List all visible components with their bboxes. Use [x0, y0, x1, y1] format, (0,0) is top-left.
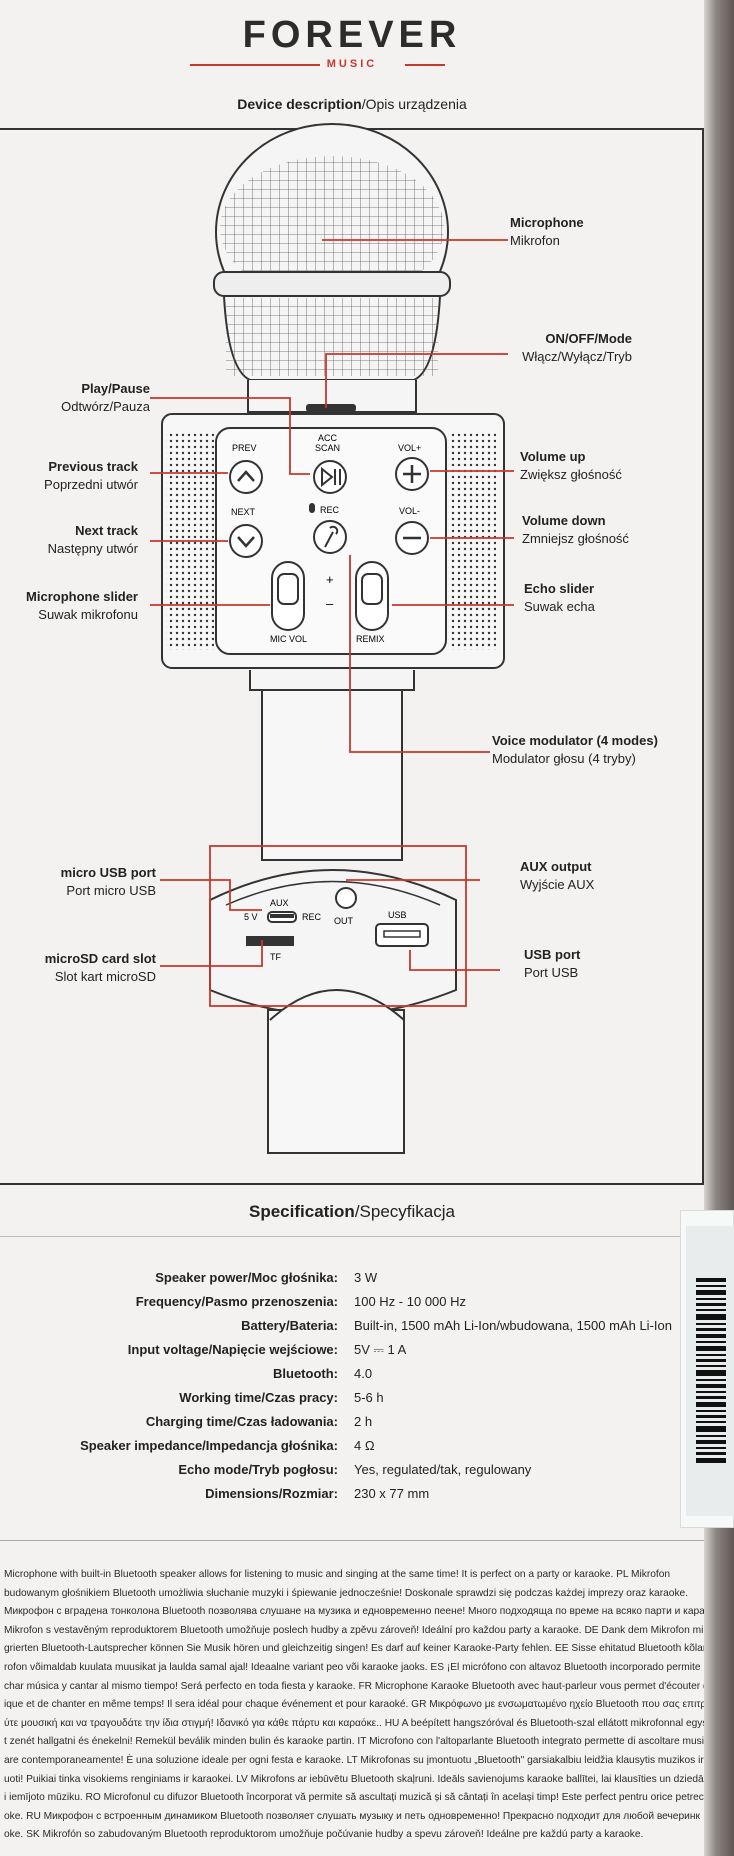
mic-vol-slider-drawing	[271, 561, 305, 631]
vol-down-button-drawing	[395, 521, 429, 555]
spec-row: Battery/Bateria:Built-in, 1500 mAh Li-Io…	[241, 1318, 672, 1333]
microphone-diagram	[150, 123, 514, 1154]
spec-title-bold: Specification	[249, 1202, 355, 1221]
play-pause-button-drawing	[313, 460, 347, 494]
barcode-icon	[696, 1278, 726, 1463]
next-text: NEXT	[231, 507, 256, 517]
five-v-text: 5 V	[244, 912, 258, 922]
multilingual-description: Microphone with built-in Bluetooth speak…	[4, 1566, 704, 1856]
description-line: uoti! Puikiai tinka visokiems renginiams…	[4, 1773, 704, 1785]
description-line: Mikrofon s vestavěným reproduktorem Blue…	[4, 1624, 704, 1636]
spec-row: Speaker impedance/Impedancja głośnika:4 …	[80, 1438, 375, 1453]
vol-plus-text: VOL+	[398, 443, 422, 453]
spec-divider	[0, 1236, 704, 1237]
aux-text: AUX	[270, 898, 289, 908]
prev-text: PREV	[232, 443, 257, 453]
callout-lines	[150, 239, 514, 1007]
tf-text: TF	[270, 952, 281, 962]
spec-row: Charging time/Czas ładowania:2 h	[145, 1414, 373, 1429]
description-line: oke. RU Микрофон с встроенным динамиком …	[4, 1810, 700, 1822]
description-line: Microphone with built-in Bluetooth speak…	[4, 1569, 671, 1580]
remix-slider-drawing	[355, 561, 389, 631]
device-title-rest: /Opis urządzenia	[361, 96, 467, 112]
description-line: budowanym głośnikiem Bluetooth umożliwia…	[4, 1587, 689, 1599]
spec-row: Echo mode/Tryb pogłosu:Yes, regulated/ta…	[178, 1462, 532, 1477]
spec-row: Input voltage/Napięcie wejściowe:5V ⎓ 1 …	[127, 1342, 407, 1357]
vol-up-button-drawing	[395, 457, 429, 491]
description-line: Микрофон с вградена тонколона Bluetooth …	[4, 1606, 704, 1618]
mic-handle	[249, 670, 415, 861]
specification-title: Specification/Specyfikacja	[0, 1202, 704, 1222]
logo-rule-right	[405, 64, 445, 66]
plus-text: +	[326, 572, 334, 587]
description-line: grierten Bluetooth-Lautsprecher können S…	[4, 1643, 704, 1655]
description-line: rofon võimaldab kuulata muusikat ja laul…	[4, 1661, 701, 1673]
spec-row: Bluetooth:4.0	[273, 1366, 373, 1381]
mic-base	[209, 869, 457, 1154]
spec-title-rest: /Specyfikacja	[354, 1202, 455, 1221]
description-line: i iemījoto mūziku. RO Microfonul cu difu…	[4, 1792, 704, 1804]
description-line: t zenét hallgatni és énekelni! Remekül b…	[4, 1736, 704, 1748]
description-line: char música y cantar al mismo tiempo! Se…	[4, 1680, 704, 1692]
spec-row: Working time/Czas pracy:5-6 h	[179, 1390, 384, 1405]
rec-text: REC	[320, 505, 340, 515]
rec-button-drawing	[309, 503, 347, 554]
acc-text: ACC	[318, 433, 338, 443]
mic-head	[213, 123, 451, 413]
scan-text: SCAN	[315, 443, 341, 453]
description-line: are contemporaneamente! È una soluzione …	[4, 1754, 704, 1766]
next-button-drawing	[229, 524, 263, 558]
out-text: OUT	[334, 916, 353, 926]
device-description-title: Device description/Opis urządzenia	[0, 96, 704, 112]
description-divider	[0, 1540, 704, 1541]
brand-subtitle: MUSIC	[326, 58, 378, 70]
spec-row: Dimensions/Rozmiar:230 x 77 mm	[205, 1486, 430, 1501]
usb-text: USB	[388, 910, 407, 920]
box-edge	[704, 0, 734, 1856]
logo-rule-left	[190, 64, 320, 66]
description-line: oke. SK Mikrofón so zabudovaným Bluetoot…	[4, 1829, 644, 1841]
spec-row: Frequency/Pasmo przenoszenia:100 Hz - 10…	[135, 1294, 467, 1309]
minus-text: –	[326, 596, 334, 611]
remix-text: REMIX	[356, 634, 385, 644]
prev-button-drawing	[229, 460, 263, 494]
label-voice-modulator: Voice modulator (4 modes)Modulator głosu…	[492, 733, 658, 766]
rec-port-text: REC	[302, 912, 322, 922]
vol-minus-text: VOL-	[399, 506, 421, 516]
description-line: ύτε μουσική και να τραγουδάτε την ίδια σ…	[4, 1717, 704, 1729]
mic-vol-text: MIC VOL	[270, 634, 308, 644]
brand-logo: FOREVER	[242, 14, 462, 56]
spec-row: Speaker power/Moc głośnika:3 W	[155, 1270, 378, 1285]
device-title-bold: Device description	[237, 96, 362, 112]
description-line: ique et de chanter en même temps! Il ser…	[4, 1699, 704, 1711]
